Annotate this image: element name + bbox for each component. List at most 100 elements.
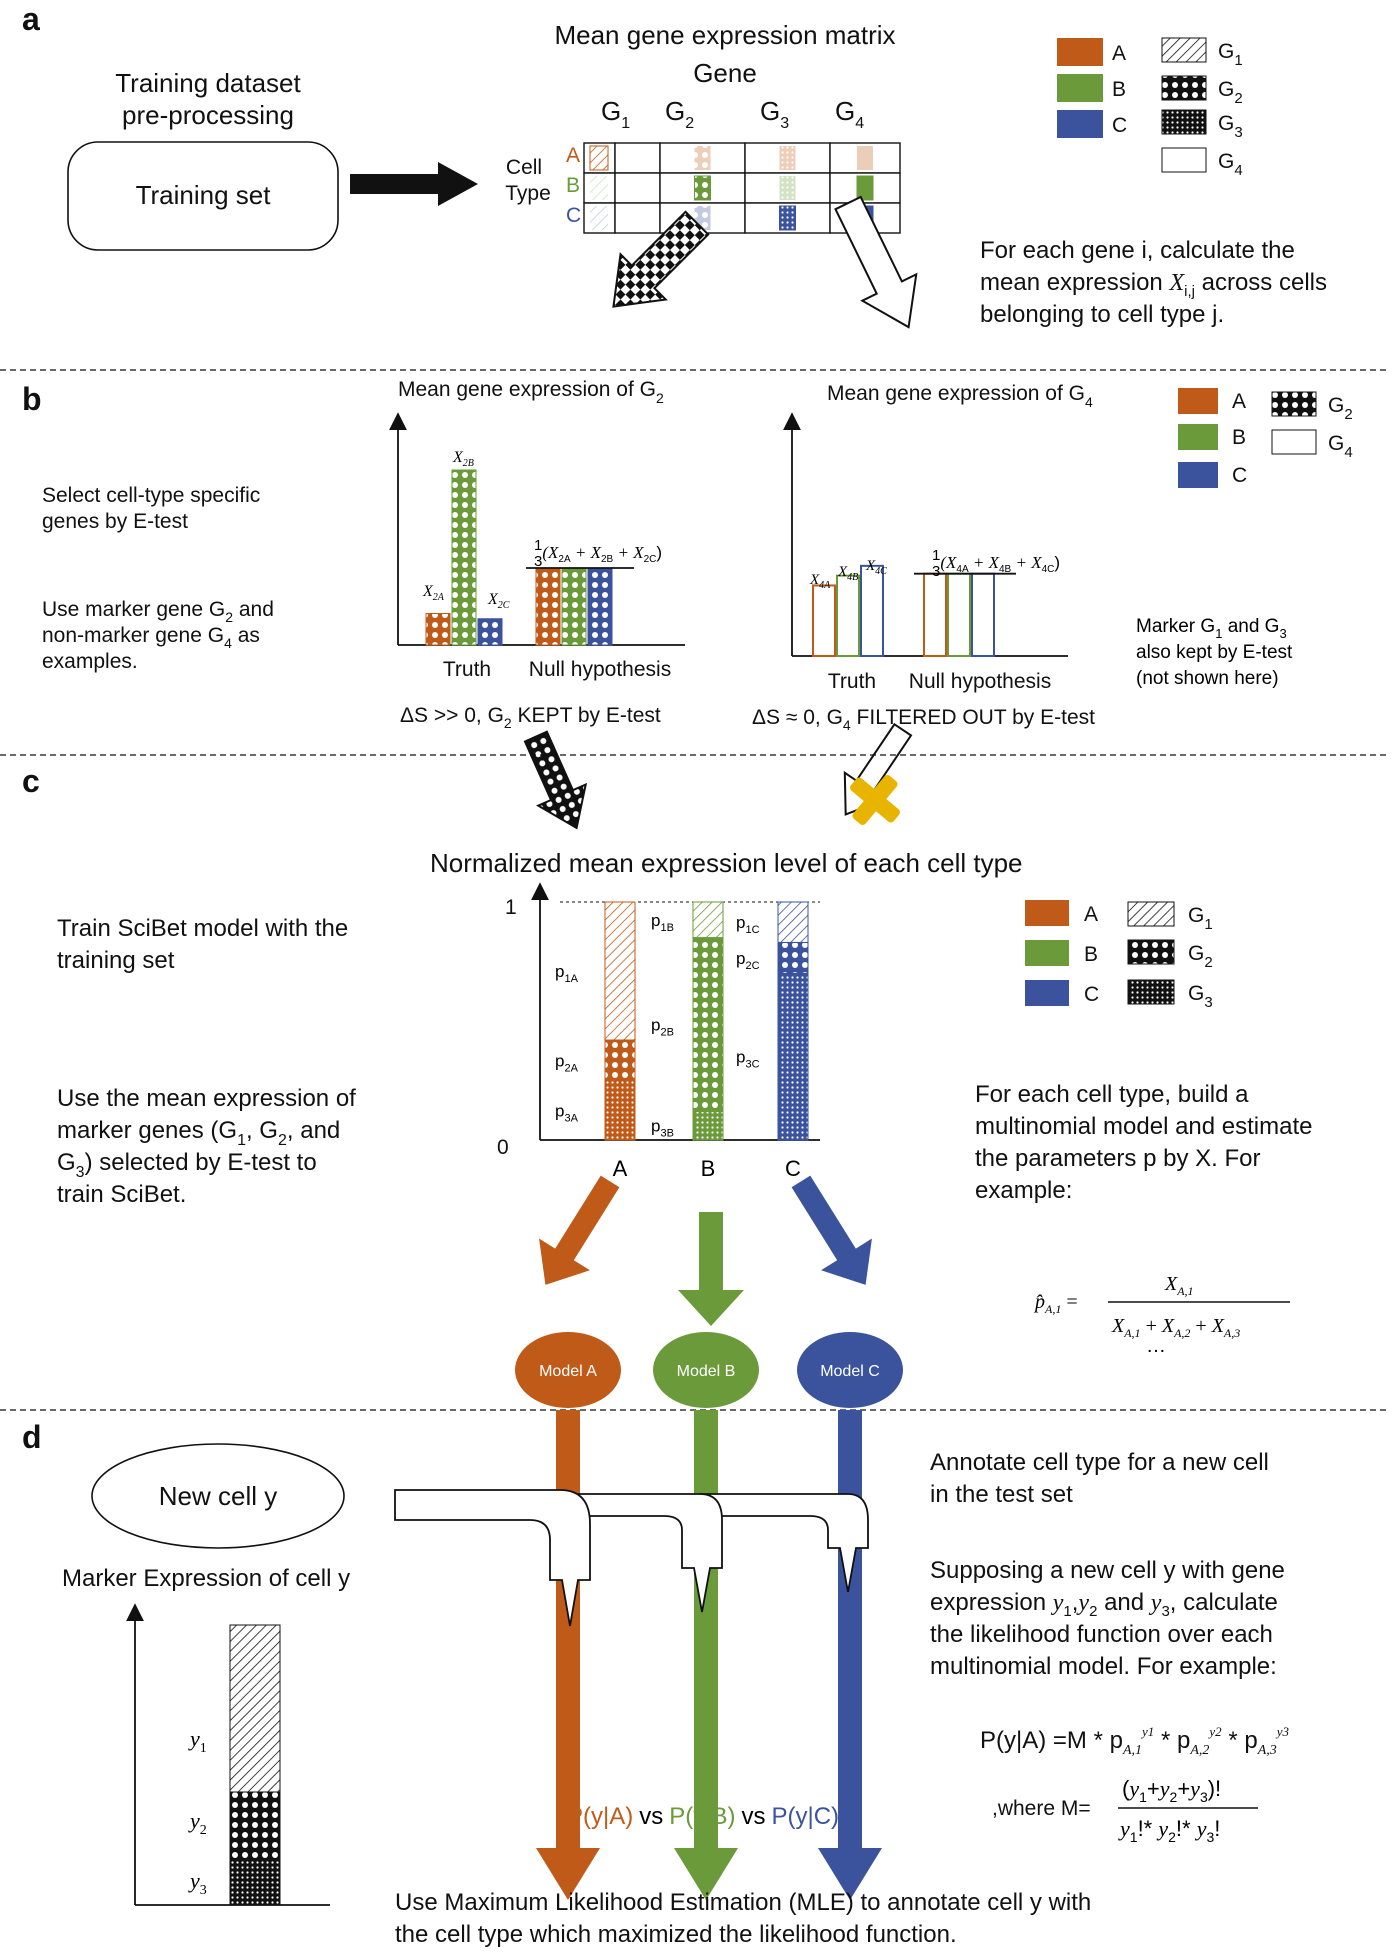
panel-a-desc-2: mean expression Xi,j across cells xyxy=(980,269,1327,300)
open-arrow-to-b xyxy=(834,195,918,329)
null-bar-b xyxy=(561,567,587,646)
legend-a-label-g4: G4 xyxy=(1218,150,1243,179)
legend-a-swatch-b xyxy=(1057,74,1103,102)
c-seg-label-p1b: p1B xyxy=(651,911,674,934)
preprocessing-title-line1: Training dataset xyxy=(115,68,301,98)
kept-arrow-to-c xyxy=(523,730,588,830)
model-a-node: Model A xyxy=(515,1332,621,1408)
b-right-null: Null hypothesis xyxy=(909,670,1051,693)
matrix-swatch-g1-c xyxy=(590,206,608,230)
svg-text:p̂A,1 =: p̂A,1 = xyxy=(1033,1291,1078,1316)
c-bars xyxy=(604,901,809,1141)
legend-a-swatch-g1 xyxy=(1161,37,1207,63)
gene-header-g3: G3 xyxy=(760,96,789,132)
legend-b-label-b: B xyxy=(1232,426,1246,449)
legend-a-label-g2: G2 xyxy=(1218,78,1243,107)
cell-y-seg-g3 xyxy=(229,1859,281,1906)
training-set-box xyxy=(67,141,339,251)
panel-a-desc-1: For each gene i, calculate the xyxy=(980,237,1295,264)
cell-y-chart: y1 y2 y3 xyxy=(126,1603,330,1906)
d-right-desc-4: expression y1,y2 and y3, calculate xyxy=(930,1589,1278,1620)
c-seg-label-p3b: p3B xyxy=(651,1117,674,1140)
truth-bar-a xyxy=(812,584,836,657)
panel-b-label: b xyxy=(22,381,42,417)
matrix-swatch-g4-b xyxy=(856,175,874,201)
b-left-label-x2c: X2C xyxy=(487,591,510,611)
panel-d-label: d xyxy=(22,1419,42,1455)
model-c-node: Model C xyxy=(797,1332,903,1408)
legend-c-label-a: A xyxy=(1084,903,1098,926)
svg-text:(y1+y2+y3)!: (y1+y2+y3)! xyxy=(1122,1776,1221,1805)
c-right-desc-4: example: xyxy=(975,1177,1072,1204)
expression-matrix xyxy=(583,142,901,234)
gene-axis-label: Gene xyxy=(693,58,757,88)
training-to-matrix-arrow xyxy=(350,162,478,206)
svg-text:…: … xyxy=(1146,1335,1166,1357)
model-c-label: Model C xyxy=(820,1363,880,1380)
null-bar-a xyxy=(923,572,947,657)
d-right-desc-3: Supposing a new cell y with gene xyxy=(930,1557,1285,1584)
legend-b-swatch-g4 xyxy=(1271,429,1317,455)
panel-d: d New cell y Marker Expression of cell y… xyxy=(22,1410,1290,1948)
c-right-desc-1: For each cell type, build a xyxy=(975,1081,1249,1108)
panel-a-label: a xyxy=(22,1,40,37)
c-left-desc-3: Use the mean expression of xyxy=(57,1085,356,1112)
legend-a-label-g3: G3 xyxy=(1218,112,1243,141)
c-xtick-c: C xyxy=(785,1156,801,1181)
matrix-swatch-g2-a xyxy=(694,146,711,170)
cell-type-label-2: Type xyxy=(505,182,551,205)
matrix-cell xyxy=(614,172,661,204)
c-chart-title: Normalized mean expression level of each… xyxy=(430,848,1023,878)
null-bar-c xyxy=(971,572,995,657)
new-cell-curved-arrows xyxy=(394,1489,869,1627)
mle-desc-1: Use Maximum Likelihood Estimation (MLE) … xyxy=(395,1889,1091,1916)
c-seg-label-p2c: p2C xyxy=(736,949,760,972)
svg-text:XA,1 + XA,2 + XA,3: XA,1 + XA,2 + XA,3 xyxy=(1111,1315,1240,1340)
null-bar-c xyxy=(587,567,613,646)
truth-bar-b xyxy=(836,574,860,658)
d-right-desc-5: the likelihood function over each xyxy=(930,1621,1273,1648)
c-bar-b-g3 xyxy=(692,1110,724,1141)
matrix-swatch-g3-b xyxy=(779,176,796,200)
b-right-note-3: (not shown here) xyxy=(1136,668,1279,689)
legend-c-swatch-g2 xyxy=(1127,939,1175,965)
c-bar-c-g2 xyxy=(777,941,809,974)
b-left-result: ΔS >> 0, G2 KEPT by E-test xyxy=(400,704,661,731)
c-phat-formula: p̂A,1 = XA,1 XA,1 + XA,2 + XA,3 … xyxy=(1033,1273,1290,1357)
checker-arrow-to-b xyxy=(612,210,710,308)
legend-b-swatch-c xyxy=(1178,462,1218,488)
c-right-desc-3: the parameters p by X. For xyxy=(975,1145,1260,1172)
mle-desc-2: the cell type which maximized the likeli… xyxy=(395,1921,957,1948)
model-b-label: Model B xyxy=(677,1363,736,1380)
b-left-truth: Truth xyxy=(443,658,491,681)
matrix-swatch-g1-b xyxy=(590,176,608,200)
multinomial-coefficient: ,where M= (y1+y2+y3)! y1!* y2!* y3! xyxy=(992,1776,1258,1845)
legend-b-swatch-a xyxy=(1178,388,1218,414)
c-bar-c-g1 xyxy=(777,901,809,943)
d-right-desc-2: in the test set xyxy=(930,1481,1073,1508)
legend-a-swatch-c xyxy=(1057,110,1103,138)
d-right-desc-6: multinomial model. For example: xyxy=(930,1653,1277,1680)
legend-b-label-g4: G4 xyxy=(1328,432,1353,461)
training-set-label: Training set xyxy=(136,180,272,210)
model-c-down-arrow xyxy=(818,1410,882,1900)
legend-a-swatch-g3 xyxy=(1161,109,1207,135)
compare-a: P(y|A) xyxy=(567,1803,633,1830)
c-right-desc-2: multinomial model and estimate xyxy=(975,1113,1313,1140)
row-label-c: C xyxy=(566,204,581,227)
c-bar-b-g1 xyxy=(692,901,724,939)
arrow-to-model-c xyxy=(791,1175,872,1285)
model-a-down-arrow xyxy=(536,1410,600,1900)
svg-text:XA,1: XA,1 xyxy=(1164,1273,1194,1298)
cell-y-seg-g1 xyxy=(229,1624,281,1793)
legend-b: A B C G2 G4 xyxy=(1178,388,1353,488)
legend-b-swatch-g2 xyxy=(1271,391,1317,417)
model-arrows xyxy=(539,1175,872,1326)
cell-y-label-y3: y3 xyxy=(188,1868,207,1898)
b-right-note-1: Marker G1 and G3 xyxy=(1136,616,1287,641)
legend-c-swatch-a xyxy=(1025,900,1069,926)
